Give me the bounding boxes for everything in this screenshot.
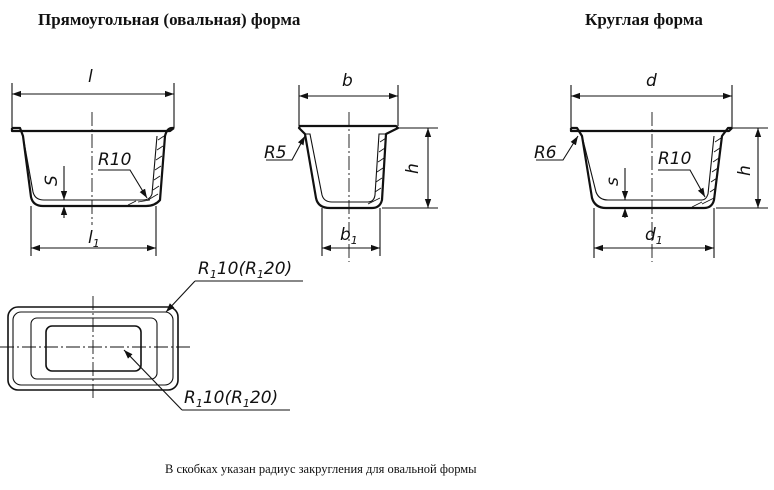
label-plan-r-top: R110(R120)	[198, 259, 292, 281]
label-b1: b1	[340, 225, 358, 247]
round-form-outline	[571, 126, 732, 210]
b-form-section: b b1 h R5	[264, 71, 438, 262]
label-r6: R6	[534, 143, 557, 163]
label-h-round: h	[735, 165, 755, 176]
plan-view: R110(R120) R110(R120)	[0, 259, 303, 411]
heading-rect-form: Прямоугольная (овальная) форма	[38, 10, 301, 29]
label-r10-round: R10	[658, 149, 691, 169]
round-wall-hatch	[691, 137, 722, 208]
rect-wall-hatch	[127, 135, 165, 206]
label-b: b	[342, 71, 353, 91]
label-d: d	[646, 71, 657, 91]
round-form-section: d d1 h R6 R10 s	[534, 71, 768, 262]
label-s-round: s	[603, 177, 623, 186]
rect-form-section: l l1 S R10	[10, 67, 175, 256]
label-l1: l1	[88, 228, 100, 250]
label-h-mid: h	[403, 163, 423, 174]
label-d1: d1	[645, 225, 663, 247]
label-plan-r-bottom: R110(R120)	[184, 388, 278, 410]
rect-form-outline	[12, 126, 174, 208]
b-form-outline	[297, 124, 400, 210]
label-r10-rect: R10	[98, 150, 131, 170]
b-wall-hatch	[367, 137, 387, 205]
footnote: В скобках указан радиус закругления для …	[165, 462, 477, 476]
label-l: l	[88, 67, 93, 87]
label-s-rect: S	[42, 175, 62, 186]
plan-inner-rect	[30, 317, 158, 380]
label-r5: R5	[264, 143, 287, 163]
heading-round-form: Круглая форма	[585, 10, 703, 29]
